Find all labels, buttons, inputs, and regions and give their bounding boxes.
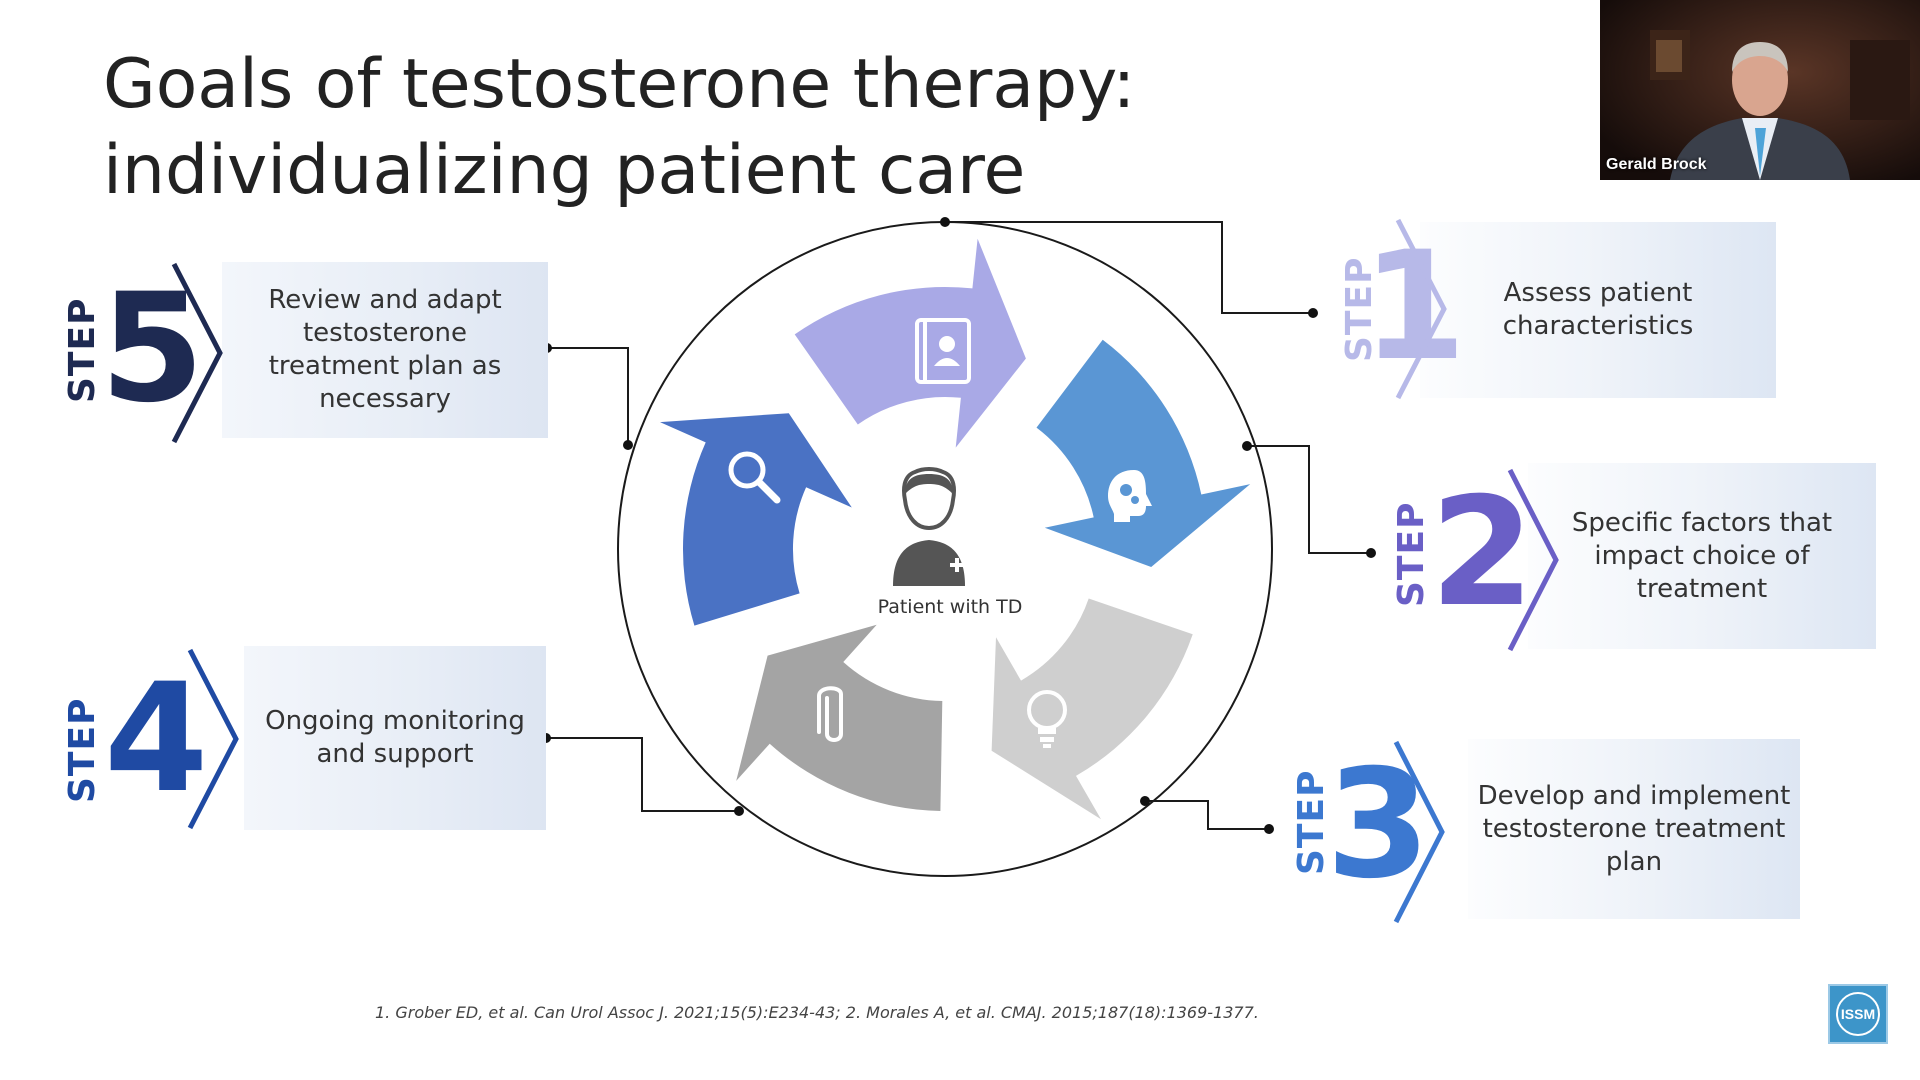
step-5-label: STEP <box>62 313 102 403</box>
center-label: Patient with TD <box>870 596 1030 618</box>
step-1-chevron <box>1394 218 1450 400</box>
presenter-name: Gerald Brock <box>1606 156 1706 174</box>
step-5-text: Review and adapt testosterone treatment … <box>250 284 520 416</box>
issm-logo: ISSM <box>1828 984 1888 1044</box>
step-4-label: STEP <box>62 713 102 803</box>
issm-logo-text: ISSM <box>1836 992 1880 1036</box>
arrow-assess <box>795 239 1026 448</box>
step-1-box: Assess patient characteristics <box>1420 222 1776 398</box>
step-5-box: Review and adapt testosterone treatment … <box>222 262 548 438</box>
step-5-chevron <box>170 262 226 444</box>
step-2-label: STEP <box>1391 517 1431 607</box>
connector-step-4 <box>546 738 739 811</box>
step-2-chevron <box>1506 468 1562 652</box>
step-1-text: Assess patient characteristics <box>1483 277 1713 343</box>
arrow-review <box>660 413 852 625</box>
step-2-box: Specific factors that impact choice of t… <box>1528 463 1876 649</box>
step-3-text: Develop and implement testosterone treat… <box>1474 780 1794 879</box>
connector-step-3 <box>1145 801 1269 829</box>
patient-person-icon <box>893 469 965 586</box>
presenter-video-tile[interactable]: Gerald Brock <box>1600 0 1920 180</box>
presenter-video-image <box>1600 0 1920 180</box>
step-3-label: STEP <box>1291 785 1331 875</box>
step-4-text: Ongoing monitoring and support <box>255 705 535 771</box>
step-4-box: Ongoing monitoring and support <box>244 646 546 830</box>
connector-step-2 <box>1247 446 1371 553</box>
step-4-chevron <box>186 648 242 830</box>
step-3-box: Develop and implement testosterone treat… <box>1468 739 1800 919</box>
citation-text: 1. Grober ED, et al. Can Urol Assoc J. 2… <box>375 1003 1259 1022</box>
step-2-text: Specific factors that impact choice of t… <box>1567 507 1837 606</box>
cycle-arrows <box>660 239 1250 820</box>
arrow-develop <box>992 599 1193 820</box>
arrow-factors <box>1037 340 1251 567</box>
connector-step-5 <box>547 348 628 445</box>
step-3-chevron <box>1392 740 1448 924</box>
